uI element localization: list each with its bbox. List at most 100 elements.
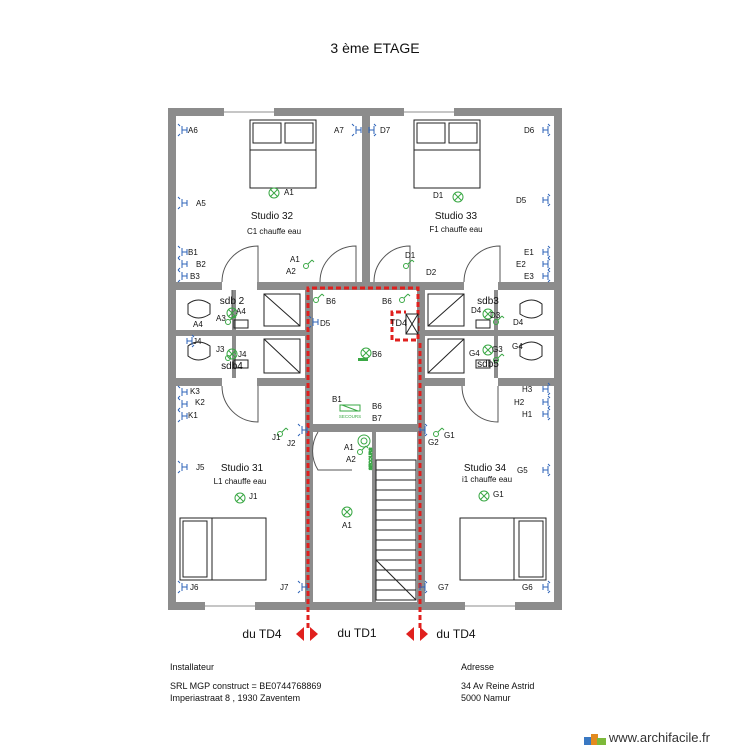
point-label: H2 [514,398,525,407]
point-label: K3 [190,387,200,396]
archifacile-logo-icon [583,733,606,745]
electrical-symbols: SECOURS SECOURS [177,123,551,594]
point-label: D5 [516,196,527,205]
point-label: J6 [190,583,199,592]
point-label: E3 [524,272,534,281]
light-point-icon [452,191,464,203]
switch-icon [399,293,411,303]
point-label: A4 [193,320,203,329]
socket-icon [177,245,188,259]
point-label: D4 [513,318,524,327]
point-label: J1 [249,492,258,501]
point-label: B6 [382,297,392,306]
point-label: D1 [405,251,416,260]
socket-icon [177,123,188,137]
point-label: A3 [216,314,226,323]
address-line-1: 34 Av Reine Astrid [461,681,535,691]
point-label: K1 [188,411,198,420]
brand-url: www.archifacile.fr [608,730,710,745]
point-label: B6 [326,297,336,306]
socket-icon [177,460,188,474]
point-label: TD4 [390,318,407,328]
point-label: J3 [216,345,225,354]
room-sub-studio-33: F1 chauffe eau [429,225,482,234]
point-label: H1 [522,410,533,419]
room-name-sdb4: sdb4 [221,361,243,372]
room-name-sdb2: sdb 2 [220,296,245,307]
socket-icon [297,580,308,594]
point-label: D1 [433,191,444,200]
feed-center-label: du TD1 [337,626,376,640]
point-label: D3 [490,311,501,320]
socket-icon [542,407,551,421]
point-label: E2 [516,260,526,269]
switch-icon [403,259,415,269]
light-point-icon [341,506,353,518]
point-label: B1 [332,395,342,404]
point-label: G2 [428,438,439,447]
feed-left-label: du TD4 [242,627,281,641]
switch-icon [277,427,289,437]
socket-icon [542,245,551,259]
installer-heading: Installateur [170,662,215,672]
point-label: D6 [524,126,535,135]
point-label: J7 [280,583,289,592]
point-label: B6 [372,402,382,411]
installer-line-2: Imperiastraat 8 , 1930 Zaventem [170,693,301,703]
point-label: J4 [238,350,247,359]
socket-icon [542,123,551,137]
light-point-icon [268,187,280,199]
point-label: A7 [334,126,344,135]
socket-icon [419,423,428,437]
room-name-studio-34: Studio 34 [464,463,507,474]
point-label: A1 [290,255,300,264]
point-label: A6 [188,126,198,135]
point-label: J1 [272,433,281,442]
socket-icon [177,385,188,399]
installer-line-1: SRL MGP construct = BE0744768869 [170,681,322,691]
point-label: G1 [444,431,455,440]
point-label: J4 [193,337,202,346]
point-label: A1 [284,188,294,197]
switch-icon [303,259,315,269]
point-label: A2 [346,455,356,464]
point-label: G5 [517,466,528,475]
socket-icon [542,580,551,594]
socket-icon [542,193,551,207]
point-label: A1 [342,521,352,530]
point-label: B2 [196,260,206,269]
socket-icon [177,409,188,423]
address-block: Adresse 34 Av Reine Astrid 5000 Namur [461,661,534,704]
secours-label: SECOURS [368,448,373,470]
switch-icon [493,315,505,325]
address-heading: Adresse [461,662,495,672]
light-point-icon [234,492,246,504]
socket-icon [308,315,319,329]
point-label: G1 [493,490,504,499]
socket-icon [297,423,308,437]
point-label: G4 [512,342,523,351]
point-label: G4 [469,349,480,358]
secours-label: SECOURS [339,414,361,419]
point-label: A4 [236,307,246,316]
point-label: J5 [196,463,205,472]
switch-icon [493,353,505,363]
point-label: G3 [492,345,503,354]
point-label: B1 [188,248,198,257]
switch-icon [225,351,237,361]
room-sub-studio-34: i1 chauffe eau [462,475,512,484]
light-point-icon [360,347,372,359]
stair-light-icon: SECOURS [357,434,374,471]
point-label: A1 [344,443,354,452]
socket-icon [177,269,188,283]
socket-icon [419,580,428,594]
switch-icon [433,427,445,437]
installer-block: Installateur SRL MGP construct = BE07447… [170,661,321,704]
socket-icon [542,257,551,271]
socket-icon [177,257,188,271]
address-line-2: 5000 Namur [461,693,511,703]
brand[interactable]: www.archifacile.fr [583,730,710,745]
room-name-sdb5: sdb5 [477,359,499,370]
